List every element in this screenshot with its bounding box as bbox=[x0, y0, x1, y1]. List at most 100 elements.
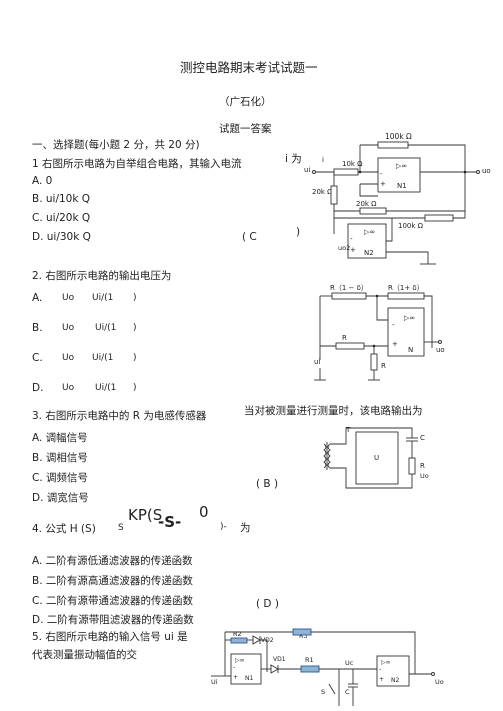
svg-text:-: - bbox=[380, 170, 383, 178]
q3-u-label: U bbox=[374, 454, 379, 462]
q2-n-label: N bbox=[408, 346, 413, 354]
q1-n1-label: N1 bbox=[397, 182, 407, 190]
q4-answer: ( D ) bbox=[256, 598, 279, 610]
q5-opamp-n1 bbox=[230, 653, 262, 685]
q1-opamp-n1 bbox=[377, 157, 421, 193]
q3-answer: ( B ) bbox=[256, 478, 279, 490]
svg-text:+: + bbox=[379, 676, 384, 683]
svg-text:-: - bbox=[233, 664, 235, 671]
q3-option-d: D. 调宽信号 bbox=[32, 492, 89, 504]
q1-uo2-label: uo2 bbox=[338, 244, 350, 252]
q4-suffix: 为 bbox=[240, 522, 251, 534]
svg-text:-: - bbox=[350, 235, 353, 243]
q1-n2-inf: ▷∞ bbox=[364, 228, 375, 236]
q2-r2-label: R（1+ δ） bbox=[388, 284, 424, 292]
q2-r1 bbox=[331, 292, 367, 300]
q2-option-a-letter: A. bbox=[32, 292, 43, 304]
q5-r1-label: R1 bbox=[305, 656, 314, 664]
q3-stem-tail: 当对被测量进行测量时，该电路输出为 bbox=[244, 405, 423, 417]
svg-text:+: + bbox=[380, 180, 386, 188]
q5-vd1-label: VD1 bbox=[273, 656, 286, 663]
school-name: （广石化） bbox=[219, 96, 272, 108]
q2-option-d-ui: Ui/(1 bbox=[95, 383, 117, 393]
q5-diode-vd1 bbox=[270, 664, 279, 674]
q1-n2-label: N2 bbox=[364, 249, 374, 257]
svg-text:-: - bbox=[392, 321, 395, 329]
q5-r3 bbox=[292, 628, 312, 636]
q4-prefix: 4. 公式 H (S) bbox=[32, 523, 96, 535]
q4-formula-s: S bbox=[118, 523, 124, 533]
q5-circuit-diagram: R2 VD2 R3 ▷∞ - + N1 Ui VD1 R1 Uc C S ▷∞ … bbox=[211, 628, 444, 706]
q1-r-20b-label: 20k Ω bbox=[356, 200, 377, 208]
q2-r-gnd bbox=[370, 353, 378, 371]
q4-formula-main: KP(S bbox=[128, 506, 163, 524]
q5-s-label: S bbox=[321, 688, 325, 696]
q5-n1-label: N1 bbox=[245, 675, 253, 682]
q2-r-mid-label: R bbox=[342, 334, 347, 342]
q5-opamp-n2 bbox=[376, 655, 410, 687]
svg-text:+: + bbox=[233, 674, 238, 681]
q2-option-b-uo: Uo bbox=[62, 323, 75, 333]
q1-r-20b bbox=[359, 207, 387, 215]
q2-opamp bbox=[387, 307, 425, 357]
q2-r2 bbox=[387, 292, 425, 300]
q2-output-label: uo bbox=[436, 346, 445, 354]
q5-uo-label: Uo bbox=[435, 678, 444, 686]
q1-output-label: uo bbox=[482, 167, 491, 175]
q1-option-d: D. ui/30k Q bbox=[32, 231, 91, 243]
q5-r2 bbox=[230, 637, 248, 644]
q5-r3-label: R3 bbox=[299, 632, 308, 640]
q1-input-label: ui bbox=[304, 166, 310, 174]
q1-stem-tail: i 为 bbox=[285, 153, 302, 165]
svg-text:+: + bbox=[350, 246, 356, 254]
q3-transformer-secondary bbox=[327, 443, 331, 469]
q4-option-c: C. 二阶有源带通滤波器的传递函数 bbox=[32, 595, 194, 607]
q3-t-label: T bbox=[345, 426, 351, 434]
q2-option-c-letter: C. bbox=[32, 352, 43, 364]
q1-option-a: A. 0 bbox=[32, 175, 53, 187]
q2-option-d-letter: D. bbox=[32, 382, 44, 394]
q1-r-20 bbox=[330, 185, 338, 205]
q3-bridge-box bbox=[355, 431, 399, 485]
q1-stem: 1 右图所示电路为自举组合电路，其输入电流 bbox=[32, 158, 242, 170]
q2-option-c-uo: Uo bbox=[62, 353, 75, 363]
q1-option-c: C. ui/20k Q bbox=[32, 212, 91, 224]
q5-r1 bbox=[300, 665, 320, 673]
q2-option-a-ui: Ui/(1 bbox=[92, 293, 114, 303]
q2-option-a-close: ) bbox=[133, 293, 137, 303]
q5-n2-label: N2 bbox=[391, 677, 399, 684]
q2-option-d-uo: Uo bbox=[62, 383, 75, 393]
q4-formula-tail: )- bbox=[220, 522, 227, 532]
q4-formula-zero: 0 bbox=[199, 503, 209, 521]
q1-r-in-label: 10k Ω bbox=[342, 160, 363, 168]
q1-r-in bbox=[333, 168, 359, 176]
q5-c-label: C bbox=[345, 688, 350, 696]
q3-uo-label: Uo bbox=[420, 472, 429, 480]
page-title: 测控电路期末考试试题一 bbox=[180, 60, 318, 75]
q2-r-mid bbox=[335, 342, 365, 350]
q2-r1-label: R（1 − δ） bbox=[330, 284, 368, 292]
svg-text:+: + bbox=[392, 340, 398, 348]
q2-option-c-ui: Ui/(1 bbox=[92, 353, 114, 363]
q5-n1-inf: ▷∞ bbox=[235, 657, 245, 664]
q3-transformer-primary bbox=[323, 443, 327, 469]
q2-input-label: ui bbox=[314, 358, 320, 366]
q4-option-d: D. 二阶有源带阻滤波器的传递函数 bbox=[32, 614, 194, 626]
q3-option-a: A. 调幅信号 bbox=[32, 432, 88, 444]
q1-r-top-label: 100k Ω bbox=[385, 132, 412, 141]
answer-subtitle: 试题一答案 bbox=[219, 123, 272, 135]
q1-r-top bbox=[377, 141, 409, 149]
q5-ui-label: Ui bbox=[211, 678, 218, 686]
q3-r-label: R bbox=[420, 462, 425, 470]
q2-option-b-ui: Ui/(1 bbox=[95, 323, 117, 333]
q1-opamp-n2 bbox=[347, 223, 387, 259]
q3-option-c: C. 调频信号 bbox=[32, 472, 89, 484]
q1-circuit-diagram: 100k Ω ui i 10k Ω ▷∞ - + N1 uo 20k Ω 20k… bbox=[304, 132, 491, 265]
q1-r-20-label: 20k Ω bbox=[312, 188, 333, 196]
q3-r bbox=[408, 457, 416, 475]
q2-option-c-close: ) bbox=[133, 353, 137, 363]
q1-current-label: i bbox=[322, 156, 324, 164]
q4-formula-dash: -S- bbox=[158, 513, 182, 531]
q2-inf: ▷∞ bbox=[404, 314, 415, 322]
q2-stem: 2. 右图所示电路的输出电压为 bbox=[32, 270, 172, 282]
